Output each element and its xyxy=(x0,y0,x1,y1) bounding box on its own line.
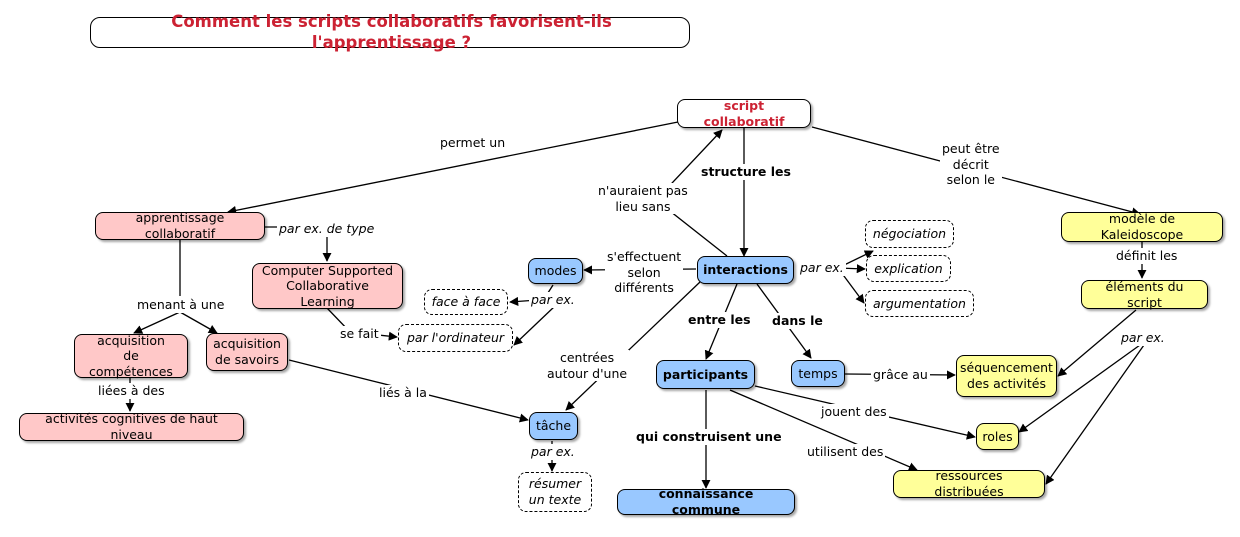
node-acquisition-competences[interactable]: acquisition de compétences xyxy=(74,333,188,379)
node-connaissance-commune[interactable]: connaissance commune xyxy=(617,486,795,517)
node-elements-script[interactable]: éléments du script xyxy=(1081,279,1208,310)
link-par-ex-ordinateur xyxy=(513,305,556,346)
link-participants-ressources xyxy=(729,389,918,471)
node-sequencement-activites[interactable]: séquencement des activités xyxy=(956,355,1057,397)
label-par-ex-interactions: par ex. xyxy=(798,260,846,276)
link-menant-acq-comp xyxy=(133,311,181,334)
link-script-apprentissage xyxy=(227,121,679,215)
node-temps[interactable]: temps xyxy=(791,360,845,387)
map-title: Comment les scripts collaboratifs favori… xyxy=(90,12,690,52)
label-utilisent-des: utilisent des xyxy=(805,444,886,460)
label-seffectuent-selon: s'effectuent selon différents xyxy=(605,249,684,296)
link-interactions-tache xyxy=(565,281,701,411)
label-qui-construisent-une: qui construisent une xyxy=(634,429,784,445)
link-elements-roles xyxy=(1018,344,1141,433)
link-menant-acq-sav xyxy=(179,311,218,334)
label-dans-le: dans le xyxy=(770,313,825,329)
node-cscl[interactable]: Computer Supported Collaborative Learnin… xyxy=(252,263,403,309)
node-apprentissage-collaboratif[interactable]: apprentissage collaboratif xyxy=(95,210,265,241)
node-activites-cognitives[interactable]: activités cognitives de haut niveau xyxy=(19,411,244,442)
node-tache[interactable]: tâche xyxy=(529,412,578,440)
node-explication[interactable]: explication xyxy=(866,255,951,282)
node-modele-kaleidoscope[interactable]: modèle de Kaleidoscope xyxy=(1061,211,1223,242)
label-peut-etre-decrit: peut être décrit selon le xyxy=(940,141,1002,188)
node-resumer-texte[interactable]: résumer un texte xyxy=(518,472,592,512)
label-menant-a-une: menant à une xyxy=(135,297,227,313)
label-definit-les: définit les xyxy=(1114,248,1180,264)
label-structure-les: structure les xyxy=(699,164,793,180)
label-par-ex-tache: par ex. xyxy=(529,444,577,460)
link-elements-ressources xyxy=(1045,344,1145,485)
label-nauraient-pas-lieu-sans: n'auraient pas lieu sans xyxy=(596,183,690,215)
label-lies-a-la: liés à la xyxy=(377,385,429,401)
node-script-collaboratif[interactable]: script collaboratif xyxy=(677,98,811,129)
node-participants[interactable]: participants xyxy=(656,360,755,389)
label-grace-au: grâce au xyxy=(871,367,930,383)
link-elements-sequencement xyxy=(1057,309,1137,377)
label-entre-les: entre les xyxy=(686,312,753,328)
label-liees-a-des: liées à des xyxy=(96,383,167,399)
node-par-ordinateur[interactable]: par l'ordinateur xyxy=(398,324,513,352)
node-argumentation[interactable]: argumentation xyxy=(865,290,974,317)
node-roles[interactable]: roles xyxy=(976,423,1019,450)
label-se-fait: se fait xyxy=(338,326,381,342)
label-par-ex-elements: par ex. xyxy=(1119,330,1167,346)
node-modes[interactable]: modes xyxy=(528,258,583,284)
node-negociation[interactable]: négociation xyxy=(865,220,954,248)
label-permet-un: permet un xyxy=(438,135,508,151)
node-acquisition-savoirs[interactable]: acquisition de savoirs xyxy=(206,333,288,371)
node-face-a-face[interactable]: face à face xyxy=(424,289,508,315)
label-par-ex-modes: par ex. xyxy=(529,292,577,308)
label-centrees-autour: centrées autour d'une xyxy=(545,350,630,382)
node-ressources-distribuees[interactable]: ressources distribuées xyxy=(893,468,1045,499)
label-jouent-des: jouent des xyxy=(819,404,889,420)
node-interactions[interactable]: interactions xyxy=(697,256,794,284)
label-par-ex-de-type: par ex. de type xyxy=(277,221,377,237)
